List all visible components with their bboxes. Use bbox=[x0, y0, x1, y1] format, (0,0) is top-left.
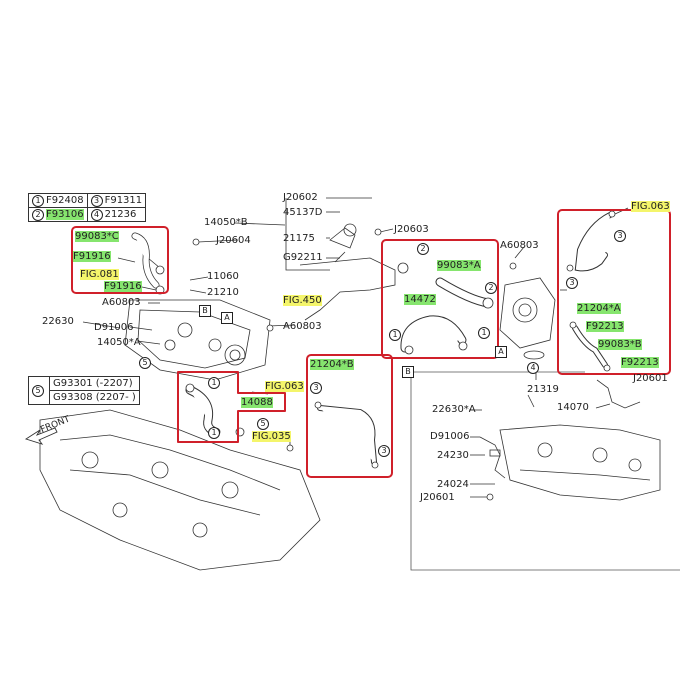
part-21319-label[interactable]: 21319 bbox=[527, 384, 559, 395]
legend-code: F91311 bbox=[104, 194, 143, 206]
part-j20604-label[interactable]: J20604 bbox=[216, 235, 251, 246]
highlight-frame-99083c bbox=[71, 226, 169, 294]
part-d91006-label[interactable]: D91006 bbox=[94, 322, 134, 333]
part-21210-label[interactable]: 21210 bbox=[207, 287, 239, 298]
part-j20601-label-2[interactable]: J20601 bbox=[420, 492, 455, 503]
part-21175-label[interactable]: 21175 bbox=[283, 233, 315, 244]
part-22630a-label[interactable]: 22630*A bbox=[432, 404, 476, 415]
part-14472-label[interactable]: 14472 bbox=[404, 294, 436, 305]
highlight-frame-21204b bbox=[306, 354, 393, 478]
fig450-reference[interactable]: FIG.450 bbox=[283, 295, 322, 306]
legend-row: G93308 (2207- ) bbox=[49, 390, 140, 405]
fig063-reference[interactable]: FIG.063 bbox=[631, 201, 670, 212]
part-j20603-label[interactable]: J20603 bbox=[394, 224, 429, 235]
part-14070-label[interactable]: 14070 bbox=[557, 402, 589, 413]
circle-callout-2: 2 bbox=[417, 243, 429, 255]
part-11060-label[interactable]: 11060 bbox=[207, 271, 239, 282]
part-99083c-label[interactable]: 99083*C bbox=[75, 231, 119, 242]
callout-b-2: B bbox=[402, 366, 414, 378]
circle-callout-2-b: 2 bbox=[485, 282, 497, 294]
circle-callout-3: 3 bbox=[310, 382, 322, 394]
part-21204b-label[interactable]: 21204*B bbox=[310, 359, 354, 370]
legend-row: G93301 (-2207) bbox=[49, 376, 140, 391]
circle-callout-1-d: 1 bbox=[478, 327, 490, 339]
part-f92213-label-2[interactable]: F92213 bbox=[621, 357, 659, 368]
circle-callout-5-b: 5 bbox=[257, 418, 269, 430]
circle-callout-1: 1 bbox=[208, 377, 220, 389]
part-22630-label[interactable]: 22630 bbox=[42, 316, 74, 327]
legend-code: F92408 bbox=[46, 194, 84, 206]
legend-table-left: 5 G93301 (-2207) G93308 (2207- ) bbox=[28, 376, 140, 405]
callout-a-2: A bbox=[495, 346, 507, 358]
part-99083b-label[interactable]: 99083*B bbox=[598, 339, 642, 350]
circle-callout-1-c: 1 bbox=[389, 329, 401, 341]
callout-a: A bbox=[221, 312, 233, 324]
highlight-frame-21204a bbox=[557, 209, 671, 375]
part-j20602-label[interactable]: J20602 bbox=[283, 192, 318, 203]
legend-code: 21236 bbox=[104, 208, 137, 220]
part-a60803-label[interactable]: A60803 bbox=[102, 297, 141, 308]
circle-callout-1-b: 1 bbox=[208, 427, 220, 439]
circle-callout-4: 4 bbox=[527, 362, 539, 374]
part-d91006-label-2[interactable]: D91006 bbox=[430, 431, 470, 442]
part-f91916-label[interactable]: F91916 bbox=[73, 251, 111, 262]
part-f92213-label[interactable]: F92213 bbox=[586, 321, 624, 332]
highlight-frame-14472 bbox=[381, 239, 499, 359]
fig081-reference[interactable]: FIG.081 bbox=[80, 269, 119, 280]
legend-code-highlighted: F93106 bbox=[46, 208, 84, 220]
part-g92211-label[interactable]: G92211 bbox=[283, 252, 323, 263]
part-99083a-label[interactable]: 99083*A bbox=[437, 260, 481, 271]
fig035-reference[interactable]: FIG.035 bbox=[252, 431, 291, 442]
front-arrow-shape bbox=[24, 427, 58, 445]
part-f91916-label-2[interactable]: F91916 bbox=[104, 281, 142, 292]
part-21204a-label[interactable]: 21204*A bbox=[577, 303, 621, 314]
circle-callout-3-d: 3 bbox=[566, 277, 578, 289]
part-a60803-label-2[interactable]: A60803 bbox=[500, 240, 539, 251]
callout-b: B bbox=[199, 305, 211, 317]
part-24230-label[interactable]: 24230 bbox=[437, 450, 469, 461]
part-j20601-label[interactable]: J20601 bbox=[633, 373, 668, 384]
part-45137d-label[interactable]: 45137D bbox=[283, 207, 323, 218]
fig063-reference-2[interactable]: FIG.063 bbox=[265, 381, 304, 392]
circle-callout-5: 5 bbox=[139, 357, 151, 369]
part-a60803-label-3[interactable]: A60803 bbox=[283, 321, 322, 332]
circle-callout-3-c: 3 bbox=[614, 230, 626, 242]
part-24024-label[interactable]: 24024 bbox=[437, 479, 469, 490]
part-14050a-label[interactable]: 14050*A bbox=[97, 337, 141, 348]
part-14050b-label[interactable]: 14050*B bbox=[204, 217, 248, 228]
circle-callout-3-b: 3 bbox=[378, 445, 390, 457]
part-14088-label[interactable]: 14088 bbox=[241, 397, 273, 408]
